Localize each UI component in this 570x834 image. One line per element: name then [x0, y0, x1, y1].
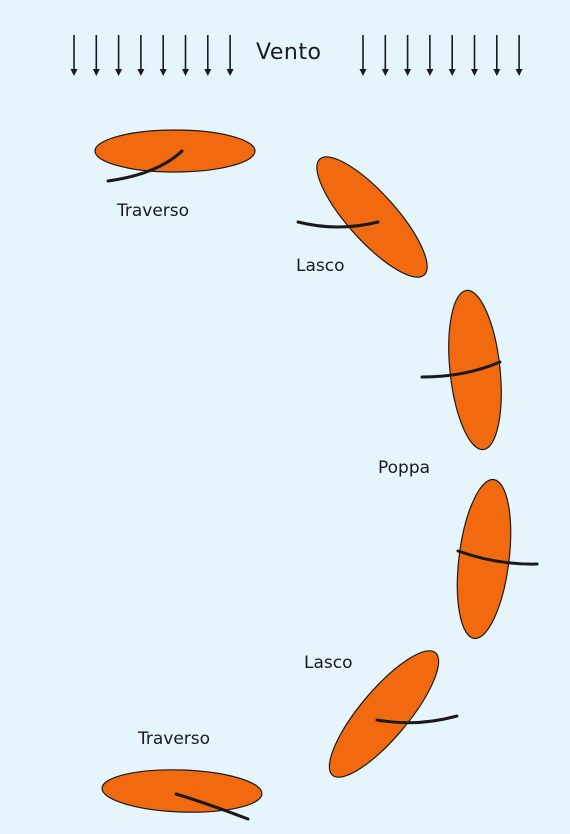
wind-arrow	[516, 35, 523, 76]
wind-arrow	[115, 35, 122, 76]
wind-arrow	[449, 35, 456, 76]
boat-hull	[95, 130, 255, 172]
wind-arrow	[71, 35, 78, 76]
wind-arrows-left	[71, 35, 234, 76]
wind-arrow	[426, 35, 433, 76]
wind-arrow	[182, 35, 189, 76]
wind-arrow	[471, 35, 478, 76]
wind-arrow	[493, 35, 500, 76]
wind-arrow	[93, 35, 100, 76]
wind-arrows-right	[360, 35, 523, 76]
wind-arrow	[160, 35, 167, 76]
label-lasco-upper: Lasco	[296, 256, 345, 276]
wind-label: Vento	[256, 40, 321, 65]
boat-traverso-bottom	[101, 767, 262, 819]
label-lasco-lower: Lasco	[304, 653, 353, 673]
wind-arrow	[360, 35, 367, 76]
boat-poppa-lower	[449, 477, 537, 642]
label-poppa: Poppa	[378, 458, 430, 478]
wind-arrow	[227, 35, 234, 76]
wind-arrow	[137, 35, 144, 76]
boat-hull	[101, 767, 262, 815]
wind-arrow	[404, 35, 411, 76]
boat-traverso-top	[95, 130, 255, 181]
wind-arrow	[382, 35, 389, 76]
label-traverso-bottom: Traverso	[138, 729, 210, 749]
boat-poppa-upper	[422, 288, 508, 452]
label-traverso-top: Traverso	[117, 201, 189, 221]
wind-arrow	[204, 35, 211, 76]
